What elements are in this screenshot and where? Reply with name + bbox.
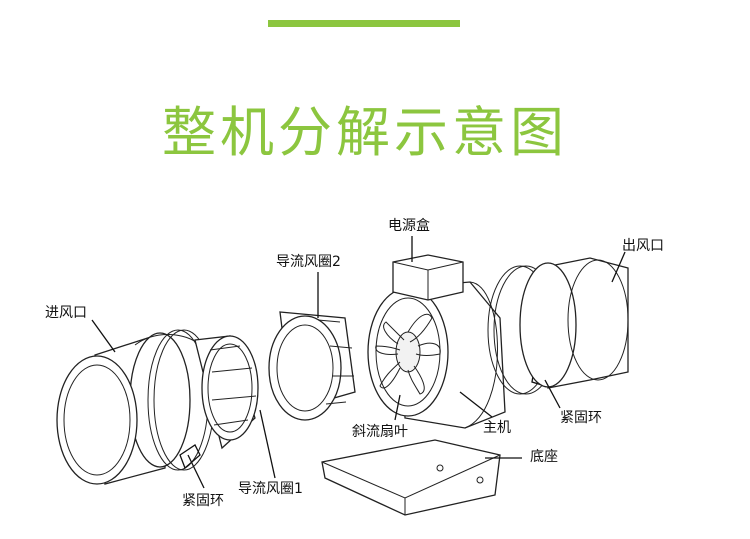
label-base: 底座 (530, 449, 558, 465)
label-guide-ring-2: 导流风圈2 (276, 254, 341, 270)
label-guide-ring-1: 导流风圈1 (238, 481, 303, 497)
mixed-flow-blade-part (375, 313, 441, 395)
page-title: 整机分解示意图 (162, 101, 568, 164)
guide-ring-2-part (268, 311, 356, 421)
base-part (321, 439, 501, 516)
label-air-outlet: 出风口 (622, 238, 664, 254)
label-mixed-flow-blade: 斜流扇叶 (352, 424, 408, 440)
air-inlet-part (56, 332, 201, 485)
label-main-unit: 主机 (483, 420, 511, 436)
air-outlet-part (519, 257, 629, 389)
label-air-inlet: 进风口 (45, 305, 87, 321)
label-clamp-ring-left: 紧固环 (182, 493, 224, 509)
leader-lines (91, 236, 626, 489)
guide-ring-1-part (194, 335, 259, 450)
label-power-box: 电源盒 (388, 217, 430, 234)
power-box-part (392, 254, 464, 301)
header-accent-bar (268, 20, 460, 27)
label-clamp-ring-right: 紧固环 (560, 410, 602, 426)
